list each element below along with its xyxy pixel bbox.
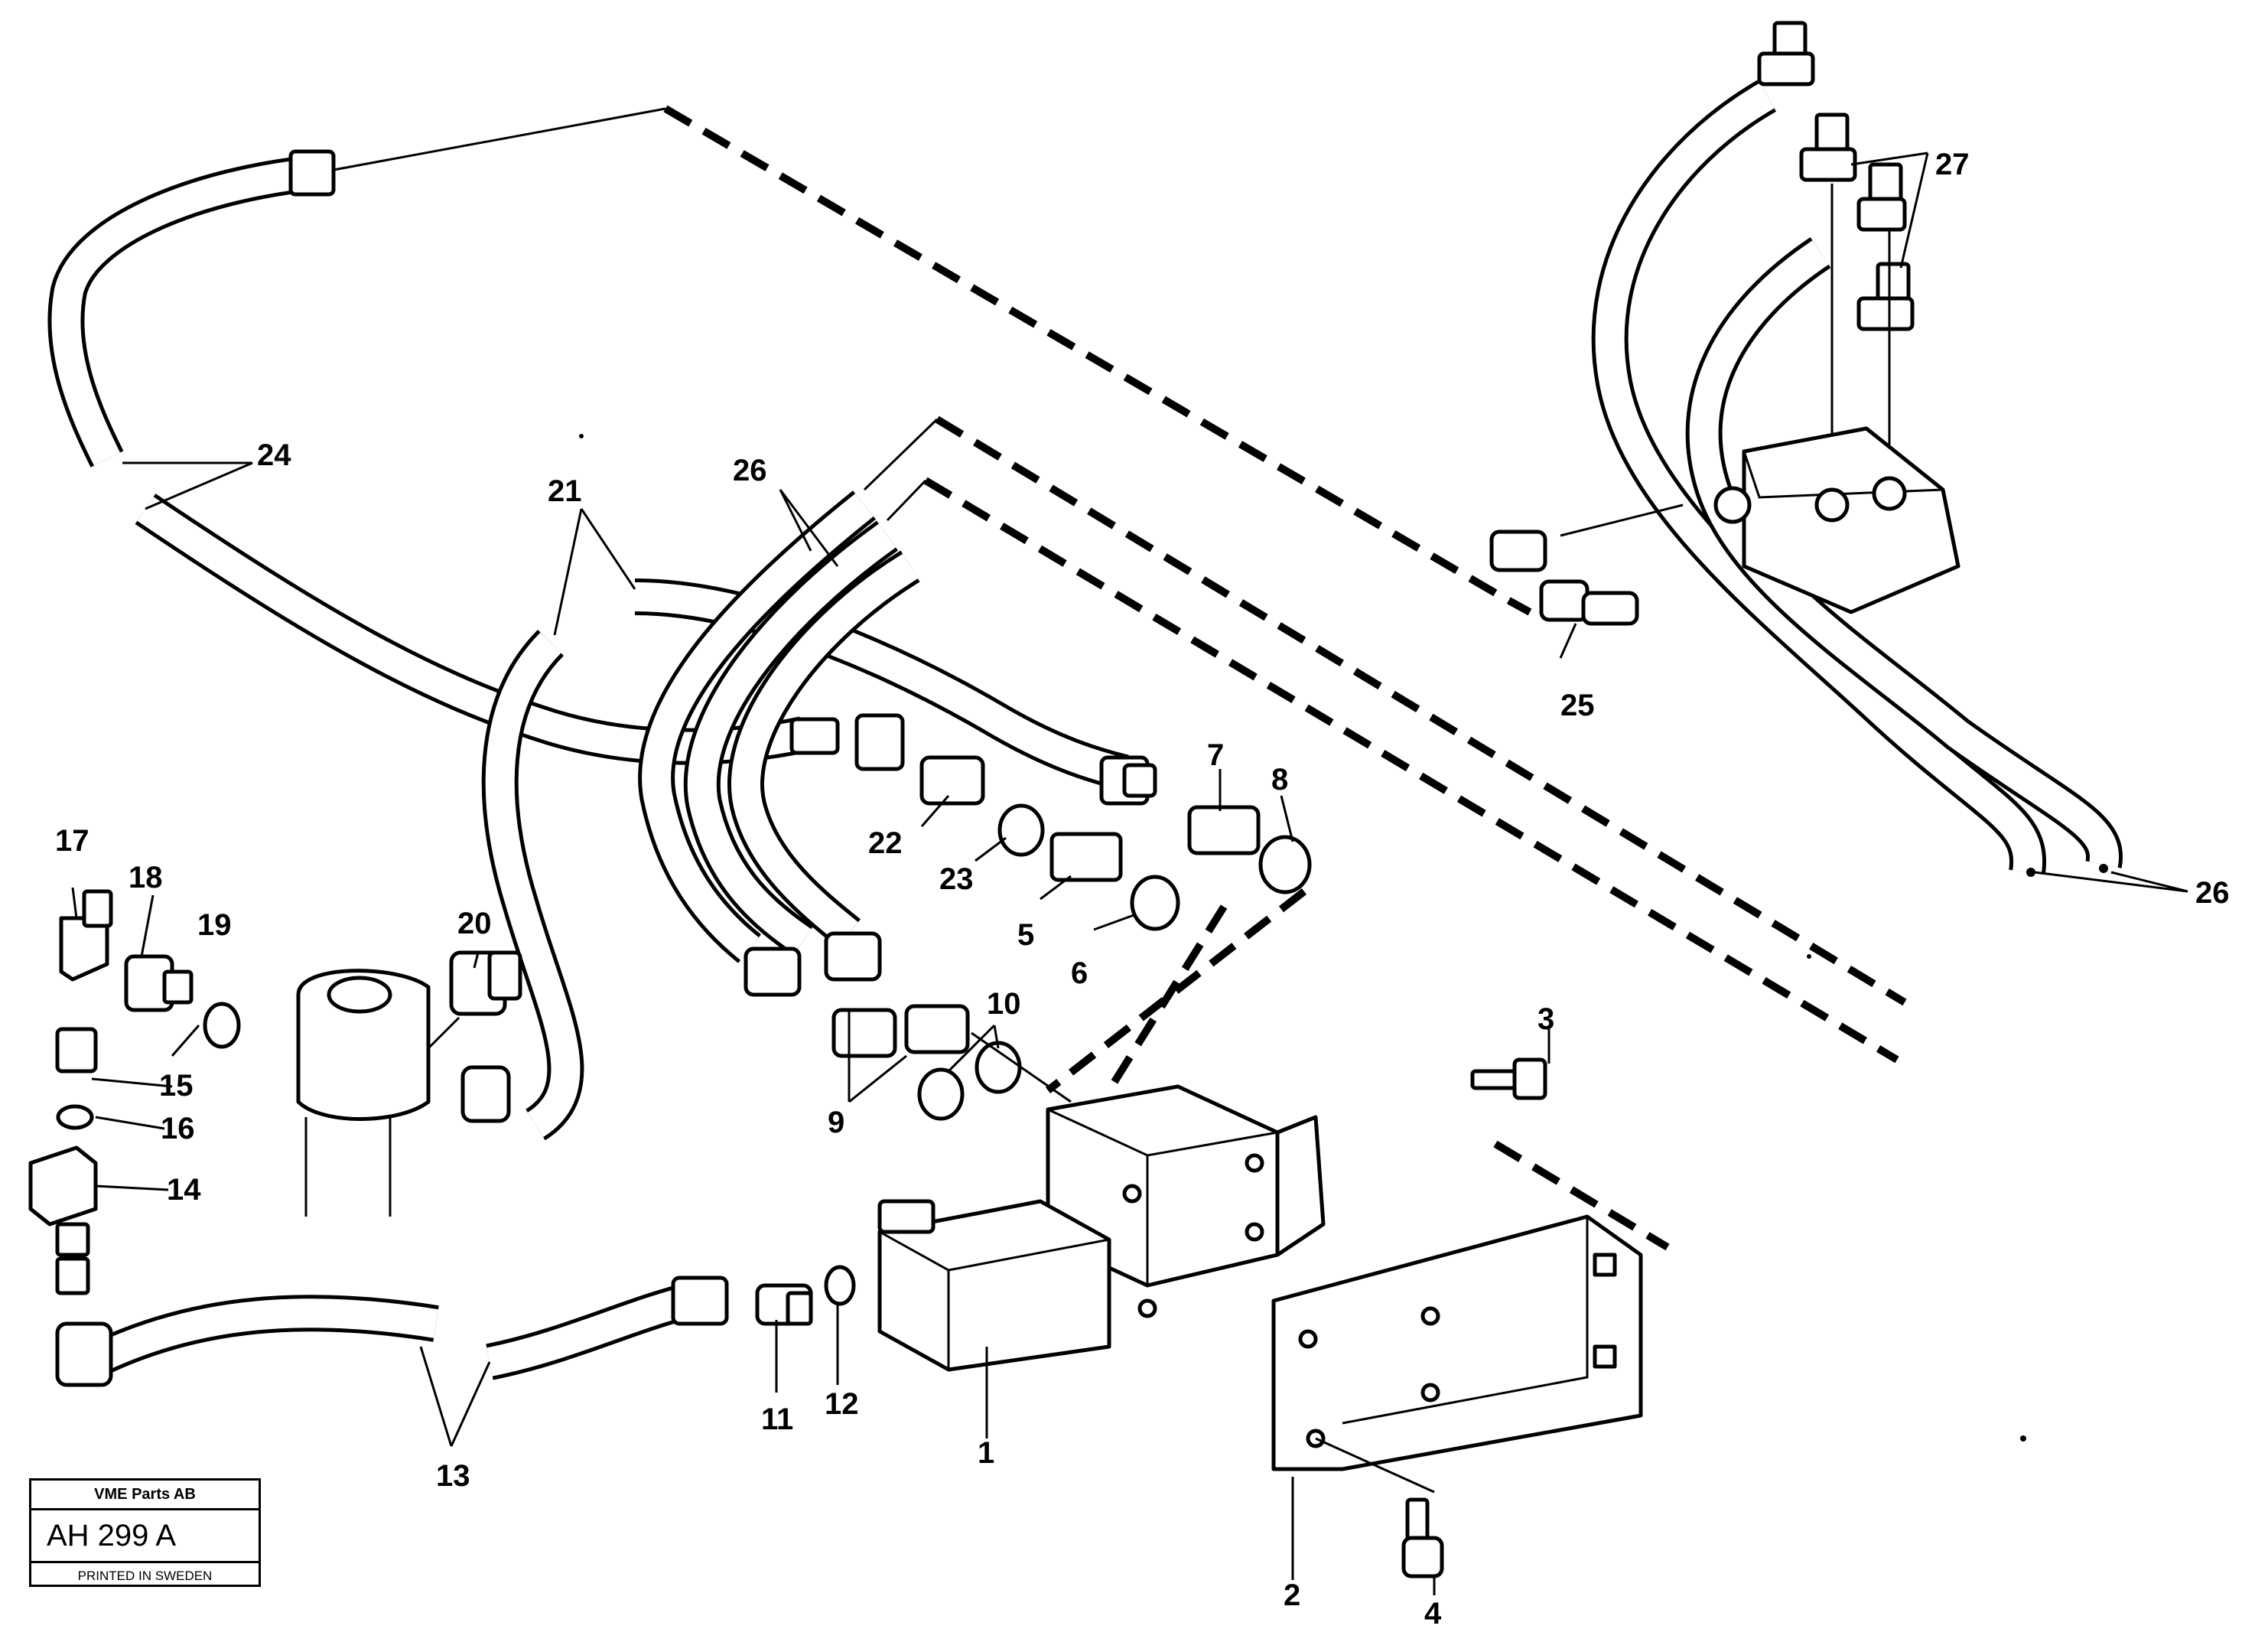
fitting-11[interactable] <box>755 1283 813 1326</box>
fittings-27[interactable] <box>1757 21 1915 490</box>
callout-20: 20 <box>457 907 492 940</box>
callout-7: 7 <box>1207 738 1224 772</box>
stray-marks <box>579 434 2026 1442</box>
seal-8[interactable] <box>1258 835 1312 894</box>
title-drawing-number: AH 299 A <box>31 1510 259 1563</box>
callout-6: 6 <box>1071 956 1088 990</box>
fitting-25[interactable] <box>1489 503 1684 626</box>
callout-9: 9 <box>828 1106 844 1139</box>
leader-lines <box>71 151 2188 1595</box>
callout-18: 18 <box>129 861 163 894</box>
fitting-7[interactable] <box>1187 805 1261 855</box>
title-printed: PRINTED IN SWEDEN <box>77 1569 213 1583</box>
callout-15: 15 <box>159 1069 194 1103</box>
callout-24: 24 <box>257 438 291 472</box>
fitting-5[interactable] <box>1049 832 1123 882</box>
callout-22: 22 <box>868 826 903 860</box>
title-block: VME Parts AB AH 299 A PRINTED IN SWEDEN <box>29 1478 261 1587</box>
callout-1: 1 <box>978 1436 994 1470</box>
fitting-15[interactable] <box>55 1027 98 1074</box>
solenoid-valve-1[interactable] <box>877 1031 1326 1372</box>
callout-23: 23 <box>939 862 974 896</box>
callout-19: 19 <box>197 908 232 942</box>
seal-23[interactable] <box>997 803 1045 857</box>
bracket-2[interactable] <box>1271 1214 1643 1471</box>
callout-26-right: 26 <box>2195 876 2230 910</box>
valve-block-right[interactable] <box>1713 426 1961 614</box>
hoses-26[interactable] <box>638 418 939 963</box>
hose-24[interactable] <box>47 107 666 468</box>
callout-4: 4 <box>1424 1597 1442 1629</box>
callout-21: 21 <box>548 474 582 508</box>
callout-5: 5 <box>1017 918 1034 952</box>
callout-10: 10 <box>987 987 1021 1021</box>
callout-13: 13 <box>436 1459 470 1493</box>
fitting-22[interactable] <box>919 755 985 806</box>
seal-16[interactable] <box>56 1104 94 1130</box>
bolt-3[interactable] <box>1470 1057 1547 1100</box>
fitting-18[interactable] <box>124 954 194 1012</box>
callout-11: 11 <box>761 1403 793 1436</box>
callout-3: 3 <box>1537 1002 1554 1036</box>
callout-labels: 1 2 3 4 5 6 7 8 9 10 11 12 13 14 15 16 1… <box>55 148 2230 1629</box>
solenoid-coil-20[interactable] <box>296 950 522 1217</box>
callout-17: 17 <box>55 824 89 858</box>
callout-16: 16 <box>161 1112 195 1145</box>
seal-6[interactable] <box>1130 875 1180 931</box>
hose-13[interactable] <box>55 1276 729 1387</box>
callout-27: 27 <box>1935 148 1970 181</box>
seals-10[interactable] <box>917 1041 1022 1121</box>
fittings-9[interactable] <box>744 931 970 1058</box>
fitting-17[interactable] <box>59 889 113 982</box>
bolt-4[interactable] <box>1401 1497 1444 1579</box>
callout-12: 12 <box>825 1387 859 1421</box>
callout-14: 14 <box>167 1173 201 1207</box>
callout-25: 25 <box>1560 689 1595 722</box>
seal-12[interactable] <box>824 1265 856 1306</box>
callout-8: 8 <box>1271 763 1288 797</box>
callout-2: 2 <box>1284 1579 1300 1612</box>
seal-19[interactable] <box>203 1002 241 1049</box>
dashed-connection-lines <box>663 105 1907 1251</box>
title-company: VME Parts AB <box>31 1481 259 1510</box>
fitting-14[interactable] <box>28 1145 98 1295</box>
hoses-26-right[interactable] <box>1591 80 2123 877</box>
callout-26-top: 26 <box>733 454 767 487</box>
